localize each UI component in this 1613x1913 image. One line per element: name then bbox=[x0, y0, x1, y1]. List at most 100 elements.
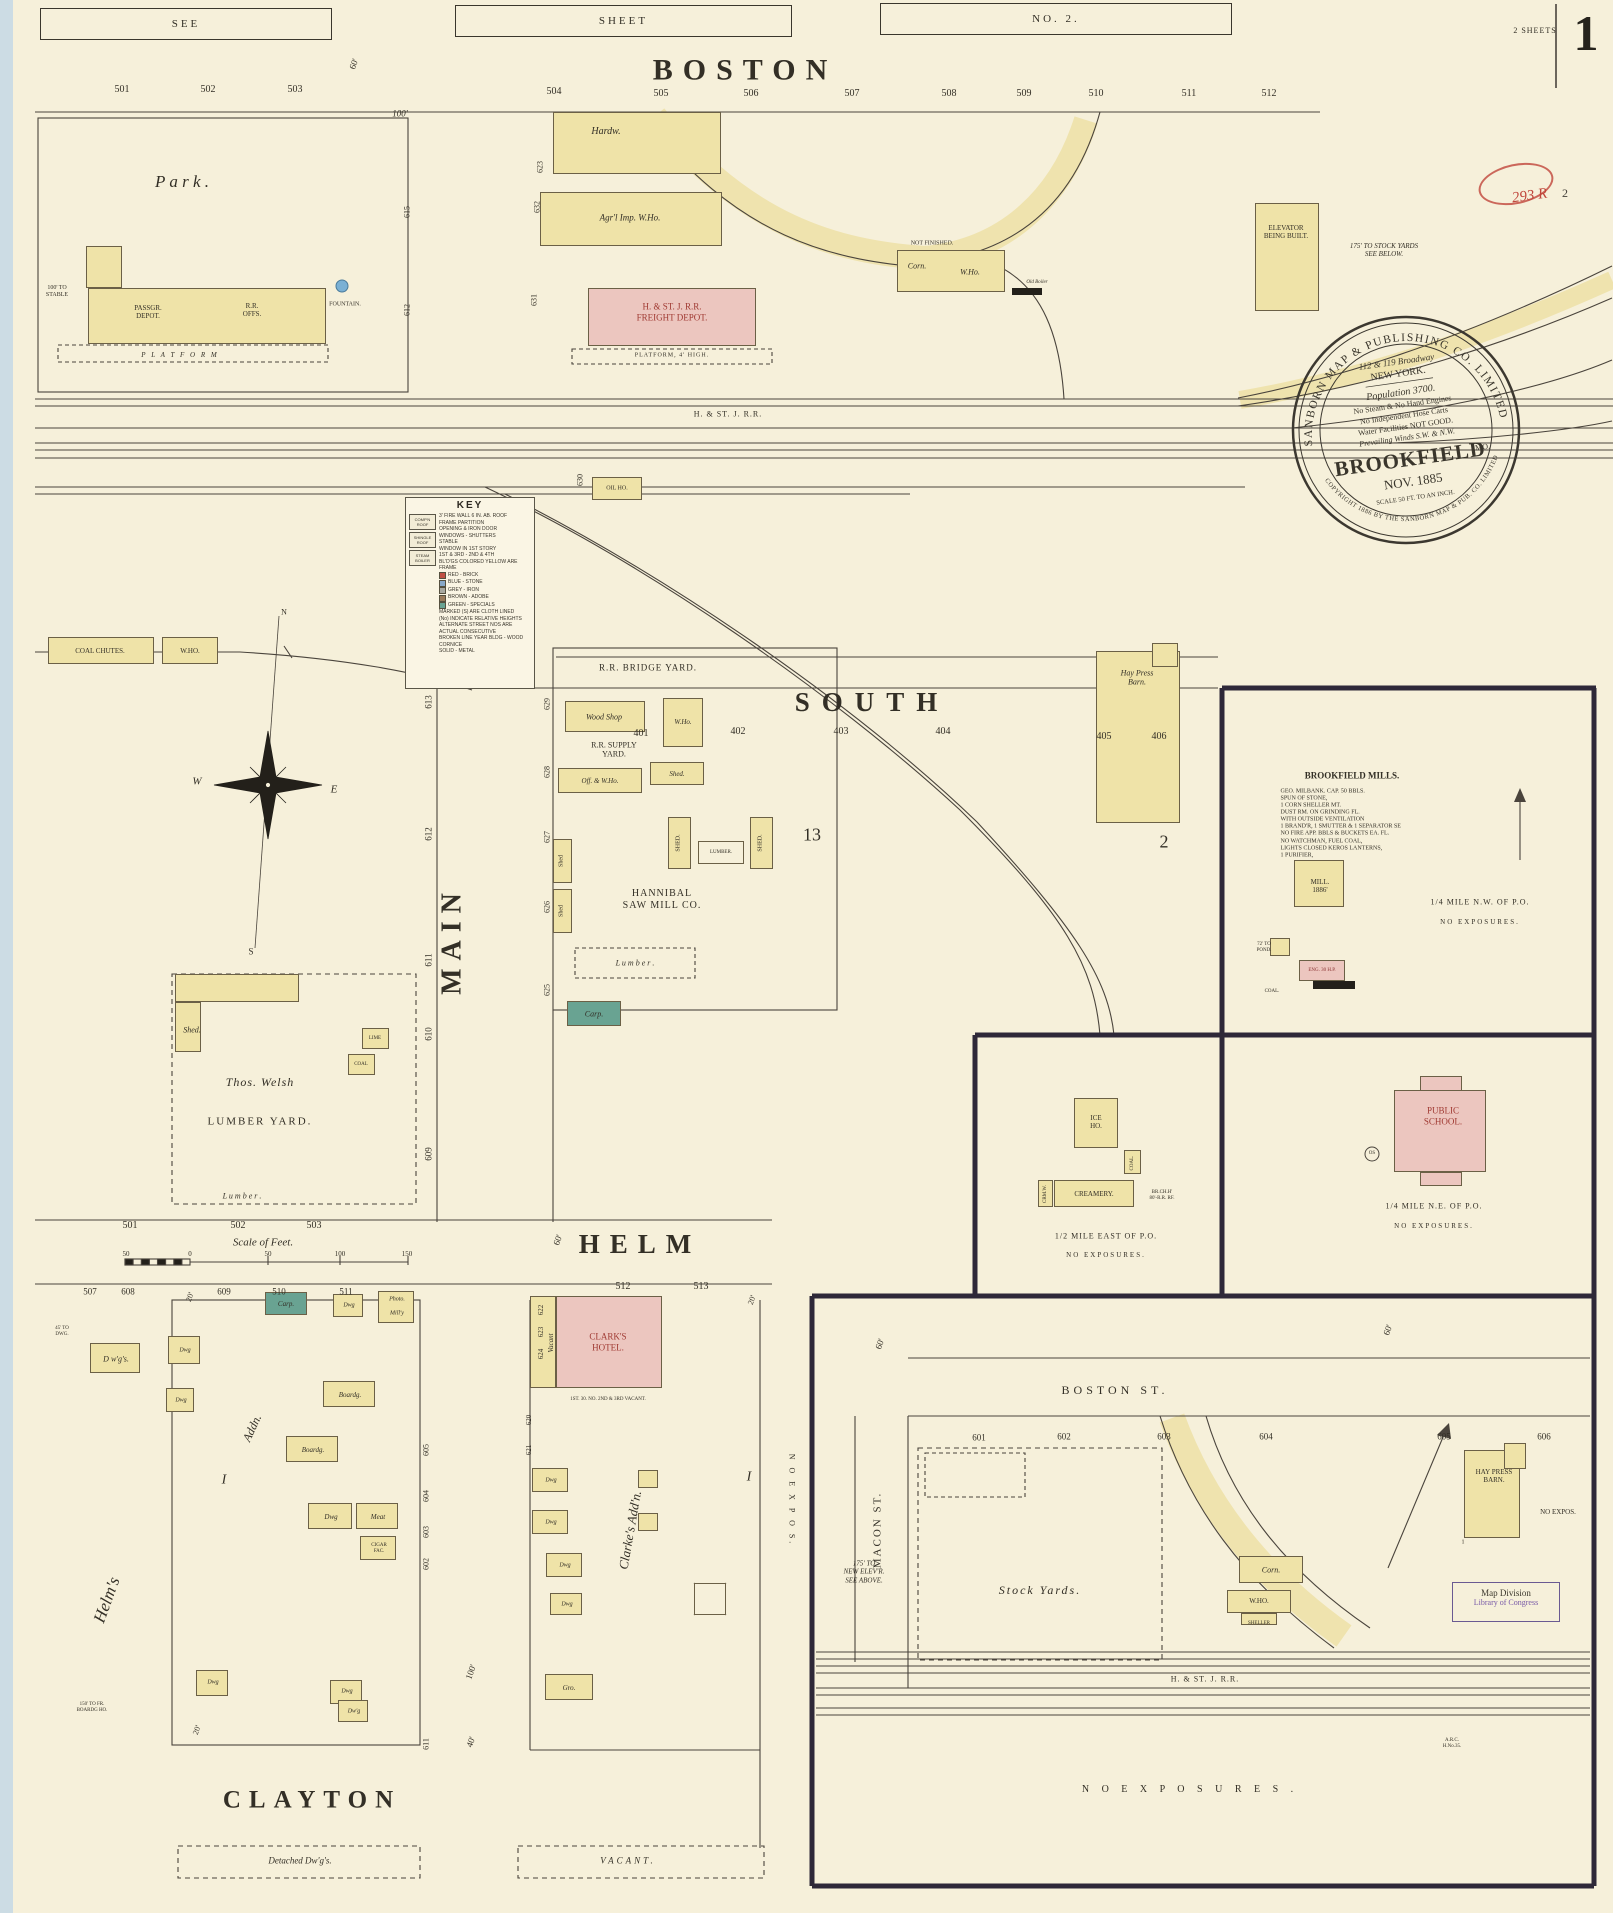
helm-addition-label: Addn. bbox=[239, 1412, 265, 1444]
street-name-boston-st: BOSTON ST. bbox=[1061, 1382, 1169, 1397]
coal-label-mill: COAL. bbox=[1264, 989, 1280, 995]
creamery-exposures-note: NO EXPOSURES. bbox=[1066, 1250, 1146, 1259]
freight-depot-label: H. & ST. J. R.R. FREIGHT DEPOT. bbox=[636, 301, 708, 322]
dwelling-g bbox=[338, 1700, 368, 1722]
cigar-factory-label: CIGAR FAC. bbox=[371, 1543, 387, 1554]
creamery-distance-note: 1/2 MILE EAST OF P.O. bbox=[1054, 1231, 1158, 1241]
meat-market bbox=[356, 1503, 398, 1529]
shed-a-label: Shed. bbox=[669, 769, 685, 778]
key-symbol-box: SHINGLE ROOF bbox=[409, 532, 436, 548]
lot-602-clayton: 602 bbox=[421, 1558, 431, 1570]
street-name-clayton: CLAYTON bbox=[222, 1786, 402, 1814]
windmill bbox=[694, 1583, 726, 1615]
lot-611-clayton: 611 bbox=[421, 1738, 431, 1750]
map-division-line1: Map Division bbox=[1481, 1588, 1531, 1598]
lot-402: 402 bbox=[730, 726, 746, 738]
lot-615: 615 bbox=[402, 206, 412, 218]
dwelling-a bbox=[333, 1294, 363, 1317]
key-symbol-box: STEAM BOILER bbox=[409, 550, 436, 566]
coal-label-welsh: COAL bbox=[354, 1062, 368, 1068]
brookfield-mills-details: GEO. MILBANK. CAP. 50 BBLS. SPUN OF STON… bbox=[1280, 788, 1401, 859]
lot-401: 401 bbox=[633, 728, 649, 740]
dwelling-f-label: Dwg bbox=[341, 1688, 353, 1695]
key-color-swatch bbox=[439, 579, 446, 587]
brookfield-mills-title: BROOKFIELD MILLS. bbox=[1304, 770, 1400, 781]
welsh-lumber-yard-label: LUMBER YARD. bbox=[207, 1115, 313, 1128]
boarding-house-1-label: Boardg. bbox=[338, 1390, 362, 1399]
lot-508-boston: 508 bbox=[941, 88, 957, 100]
outbuilding-2 bbox=[638, 1513, 658, 1531]
lot-507-clayton: 507 bbox=[83, 1286, 97, 1297]
lot-625: 625 bbox=[542, 984, 552, 996]
dwelling-h bbox=[532, 1468, 568, 1492]
creamery-small bbox=[1038, 1180, 1053, 1207]
key-line: BL'D'GS COLORED YELLOW ARE FRAME bbox=[439, 558, 518, 572]
wood-shop-label: Wood Shop bbox=[586, 712, 622, 722]
street-name-helm: HELM bbox=[578, 1229, 702, 1260]
no-expos-note-barn: NO EXPOS. bbox=[1540, 1507, 1576, 1516]
lot-604-inset: 604 bbox=[1259, 1431, 1273, 1442]
old-boiler bbox=[1012, 288, 1042, 295]
public-school-label: PUBLIC SCHOOL. bbox=[1423, 1105, 1463, 1126]
sawmill-warehouse-label: W.Ho. bbox=[674, 717, 692, 726]
elevator bbox=[1255, 203, 1319, 311]
lot-502-boston: 502 bbox=[200, 84, 216, 96]
lot-626: 626 bbox=[542, 901, 552, 913]
block-number-i-clarke: I bbox=[746, 1469, 752, 1485]
detached-dwellings-label: Detached Dw'g's. bbox=[268, 1855, 332, 1866]
block-number-i-helms: I bbox=[221, 1472, 227, 1488]
dwellings-b-label: D w'g's. bbox=[103, 1354, 129, 1364]
platform-label-depot: P L A T F O R M bbox=[141, 350, 219, 359]
key-line: WINDOW IN 1ST STORY bbox=[439, 545, 497, 552]
inset-borders bbox=[809, 685, 1597, 1889]
dwelling-c bbox=[168, 1336, 200, 1364]
compass-rose-icon bbox=[213, 730, 323, 840]
dwelling-e bbox=[196, 1670, 228, 1696]
boarding-house-note: 150' TO FR. BOARDG HO. bbox=[76, 1702, 108, 1713]
lot-628: 628 bbox=[542, 766, 552, 778]
corn-crib-label: Corn. bbox=[1261, 1565, 1281, 1575]
corn-warehouse-2 bbox=[1227, 1590, 1291, 1613]
lot-501-helm: 501 bbox=[122, 1220, 138, 1232]
lot-610-main: 610 bbox=[423, 1027, 434, 1041]
hotel-note: 1ST. 30. NO. 2ND & 3RD VACANT. bbox=[570, 1397, 646, 1403]
shed-a bbox=[650, 762, 704, 785]
lot-605-clayton: 605 bbox=[421, 1444, 431, 1456]
sheller-label: SHELLER bbox=[1248, 1621, 1270, 1627]
lot-502-helm: 502 bbox=[230, 1220, 246, 1232]
dim-60ft-boston-st: 60' bbox=[1381, 1323, 1395, 1337]
scale-tick-100: 100 bbox=[334, 1249, 346, 1258]
school-outbuilding-icon bbox=[1364, 1146, 1380, 1162]
lot-510-clayton: 510 bbox=[272, 1286, 286, 1297]
rr-supply-yard-label: R.R. SUPPLY YARD. bbox=[591, 740, 637, 759]
depot-annex bbox=[86, 246, 122, 288]
key-symbol-box: COMP'N ROOF bbox=[409, 514, 436, 530]
coal-warehouse bbox=[162, 637, 218, 664]
carpenter-shop-2-label: Carp. bbox=[277, 1299, 295, 1308]
thos-welsh-label: Thos. Welsh bbox=[225, 1074, 295, 1089]
dwelling-a-label: Dwg bbox=[343, 1302, 355, 1309]
stable-note: 100' TO STABLE bbox=[45, 284, 69, 298]
oil-house bbox=[592, 477, 642, 500]
header-no2-label: NO. 2. bbox=[1032, 13, 1080, 25]
lot-621-clarke: 621 bbox=[524, 1444, 533, 1456]
lot-605-inset: 605 bbox=[1437, 1431, 1451, 1442]
key-line: ALTERNATE STREET NOS ARE ACTUAL CONSECUT… bbox=[439, 622, 513, 635]
corn-warehouse-label: Corn. bbox=[907, 261, 927, 271]
lot-624-clarke: 624 bbox=[536, 1348, 545, 1360]
arrowheads bbox=[1437, 788, 1526, 1439]
fountain-label: FOUNTAIN. bbox=[329, 301, 361, 308]
dim-60ft-macon: 60' bbox=[873, 1337, 887, 1351]
dwelling-j bbox=[546, 1553, 582, 1577]
railroad-label-inset: H. & ST. J. R.R. bbox=[1170, 1674, 1240, 1684]
freight-platform-label: PLATFORM, 4' HIGH. bbox=[634, 352, 710, 359]
clarks-hotel bbox=[556, 1296, 662, 1388]
dwelling-meat bbox=[308, 1503, 352, 1529]
dwellings-b bbox=[90, 1343, 140, 1373]
corn-warehouse-2-label: W.HO. bbox=[1249, 1596, 1269, 1605]
lot-623-clarke: 623 bbox=[536, 1326, 545, 1338]
scale-title: Scale of Feet. bbox=[232, 1236, 294, 1249]
shed-left2 bbox=[553, 889, 572, 933]
street-name-main: MAIN bbox=[436, 885, 468, 995]
